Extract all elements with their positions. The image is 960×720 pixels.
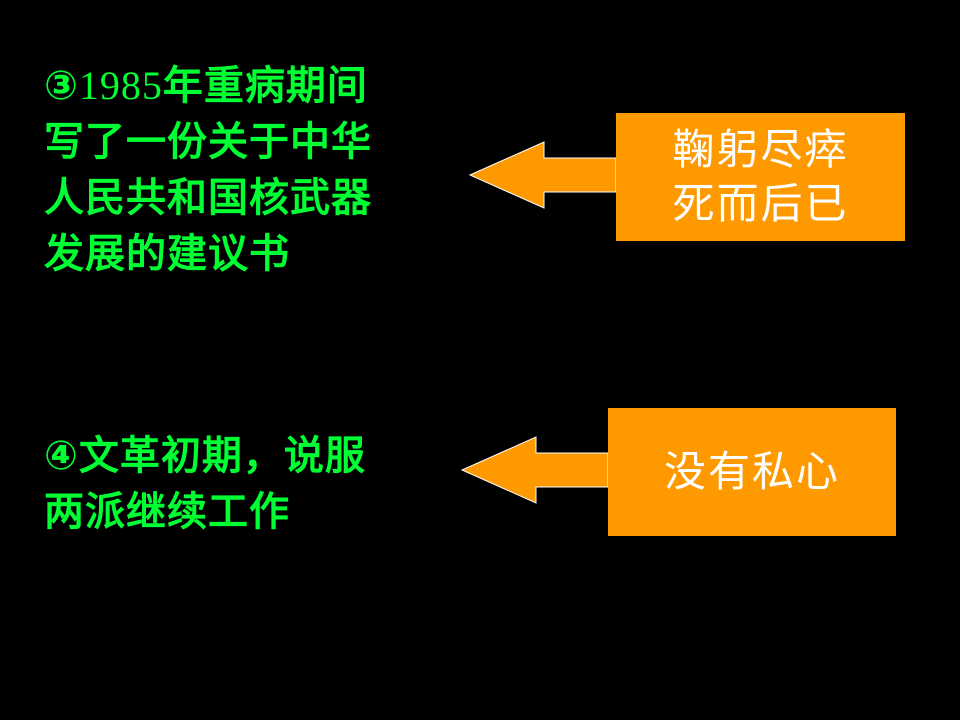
event-text-line-part: 年重病期间 [162, 63, 368, 109]
event-text-line: ③1985年重病期间 [44, 58, 444, 114]
left-arrow-icon [460, 436, 609, 504]
trait-box-selfless: 没有私心 [608, 408, 896, 536]
event-text-line: 发展的建议书 [44, 231, 290, 277]
year-number: 1985 [78, 63, 163, 108]
event-text-line: ④文革初期，说服 [44, 428, 444, 484]
event-text-line: 写了一份关于中华 [44, 119, 372, 165]
event-text-line: 人民共和国核武器 [44, 175, 372, 221]
event-text-line-part: 文革初期，说服 [78, 433, 366, 479]
trait-box-dedication: 鞠躬尽瘁 死而后已 [616, 113, 905, 241]
item-marker: ④ [44, 433, 79, 479]
trait-line: 鞠躬尽瘁 [672, 125, 849, 174]
event-text-3: ③1985年重病期间 写了一份关于中华 人民共和国核武器 发展的建议书 [44, 58, 444, 282]
event-text-4: ④文革初期，说服 两派继续工作 [44, 428, 444, 540]
left-arrow-icon [468, 141, 617, 209]
event-text-line: 两派继续工作 [44, 489, 290, 535]
trait-line: 死而后已 [672, 179, 849, 228]
item-marker: ③ [44, 63, 79, 109]
trait-line: 没有私心 [663, 447, 840, 496]
